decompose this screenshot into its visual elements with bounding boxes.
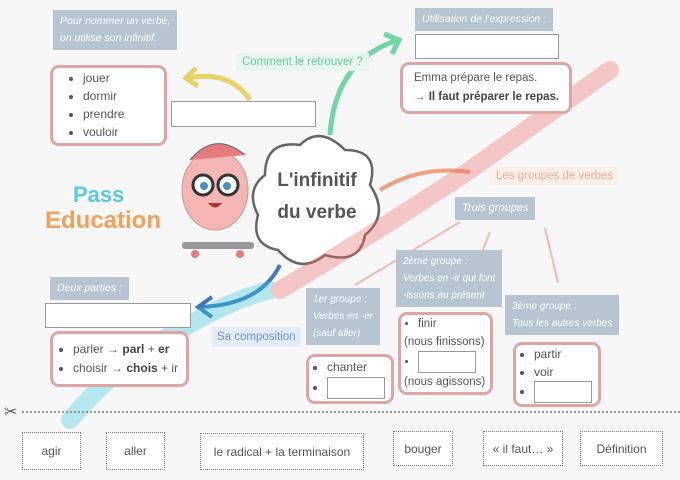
example-sentence: Emma prépare le repas. (414, 72, 538, 84)
group1-drop-zone[interactable] (327, 377, 385, 399)
ending: er (158, 342, 170, 356)
group-item-note: (nous finissons) (404, 336, 485, 348)
cutout-card[interactable]: agir (22, 432, 81, 470)
arrow-glyph: → (414, 91, 426, 103)
logo-education: Education (45, 207, 162, 234)
group-line: Verbes en -er (313, 311, 374, 322)
cutout-card[interactable]: aller (106, 432, 165, 470)
arrow-glyph: → (111, 361, 124, 375)
arrow-glyph: → (107, 342, 120, 356)
example-item: jouer (83, 69, 164, 87)
verb: parler (73, 342, 104, 356)
ending: ir (171, 361, 179, 375)
group-line: (sauf aller) (313, 328, 361, 339)
radical: chois (126, 361, 158, 375)
plus: + (147, 342, 155, 356)
group1-box: chanter (306, 354, 394, 404)
example-item: vouloir (83, 123, 164, 141)
plus: + (161, 361, 169, 375)
group2-label: 2ème groupe : Verbes en -ir qui font -is… (396, 250, 503, 307)
composition-header: Deux parties : (50, 277, 129, 300)
cutout-card[interactable]: le radical + la terminaison (200, 433, 364, 470)
group-line: 3ème groupe : (512, 301, 577, 312)
definition-note: Pour nommer un verbe, on utilise son inf… (53, 10, 178, 50)
page-title: L'infinitif du verbe (262, 165, 372, 229)
yellow-arrow (187, 73, 253, 102)
cutout-card[interactable]: « il faut… » (483, 431, 563, 466)
logo-pass: Pass (73, 182, 125, 207)
expression-box: Emma prépare le repas. → Il faut prépare… (400, 62, 573, 114)
expression-drop-zone[interactable] (415, 34, 559, 59)
group2-box: finir (nous finissons) (nous agissons) (398, 312, 494, 395)
note-line: on utilise son infinitif. (60, 32, 157, 44)
radical: parl (122, 342, 145, 356)
groups-summary: Trois groupes (455, 197, 536, 220)
group-item: finir (418, 315, 485, 333)
scissors-icon: ✂ (4, 404, 18, 421)
group3-box: partirvoir (513, 342, 601, 407)
composition-row: parler → parl + er (73, 340, 178, 359)
group-line: Verbes en -ir qui font (403, 273, 496, 284)
groups-branch-label: Les groupes de verbes (490, 167, 619, 185)
group-line: 2ème groupe : (403, 256, 468, 267)
definition-drop-zone[interactable] (171, 101, 316, 127)
pass-education-logo: Pass Education (45, 182, 161, 234)
blank-item (327, 377, 385, 399)
composition-branch-label: Sa composition (212, 327, 301, 347)
composition-row: choisir → chois + ir (73, 359, 178, 378)
example-item: prendre (83, 105, 164, 123)
composition-drop-zone[interactable] (45, 303, 191, 328)
expression-header: Utilisation de l'expression : (415, 8, 553, 31)
group-item: partir (534, 345, 592, 363)
group-item: voir (534, 363, 592, 381)
note-line: Pour nommer un verbe, (60, 15, 171, 27)
title-cloud (251, 135, 380, 265)
green-arrow (327, 37, 399, 136)
verb: choisir (73, 361, 108, 375)
title-line1: L'infinitif (277, 170, 357, 191)
group1-label: 1er groupe : Verbes en -er (sauf aller) (306, 288, 381, 345)
title-line2: du verbe (277, 202, 357, 223)
brain-mascot-icon (181, 143, 254, 258)
blue-arrow (199, 264, 282, 309)
group3-label: 3ème groupe : Tous les autres verbes (505, 295, 620, 335)
transformed-sentence: Il faut préparer le repas. (428, 91, 560, 103)
group-item: chanter (327, 358, 385, 377)
group-line: Tous les autres verbes (512, 318, 613, 329)
blank-item (418, 351, 485, 373)
group-item-note: (nous agissons) (404, 376, 486, 388)
group3-drop-zone[interactable] (534, 381, 592, 403)
group-line: -issons au présent (403, 290, 485, 301)
cutout-card[interactable]: bouger (393, 431, 453, 466)
blank-item (534, 381, 592, 403)
composition-box: parler → parl + er choisir → chois + ir (50, 331, 190, 387)
cutout-card[interactable]: Définition (580, 431, 663, 466)
group2-drop-zone[interactable] (418, 351, 476, 373)
group-line: 1er groupe : (313, 294, 367, 305)
examples-box: jouer dormir prendre vouloir (50, 65, 167, 146)
example-item: dormir (83, 87, 164, 105)
question-label: Comment le retrouver ? (236, 53, 369, 71)
orange-arrow (378, 168, 471, 192)
